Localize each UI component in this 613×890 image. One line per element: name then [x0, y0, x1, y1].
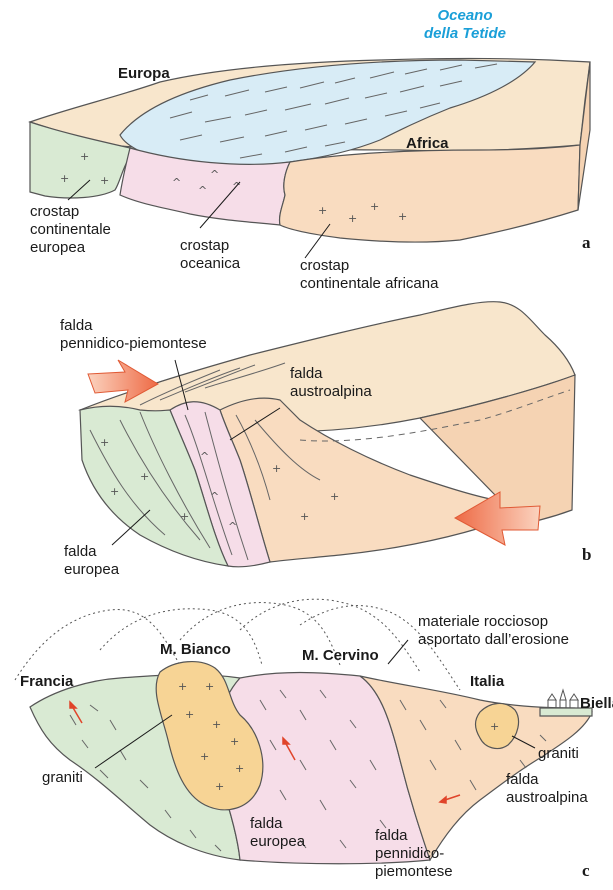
european-crust-label-3: europea — [30, 239, 86, 256]
svg-text:+: + — [318, 204, 327, 217]
european-crust-label-1: crostap — [30, 203, 79, 220]
svg-text:^: ^ — [198, 184, 207, 197]
svg-text:+: + — [330, 490, 339, 503]
austroalpine-label-b-1: falda — [290, 365, 323, 382]
svg-text:+: + — [80, 150, 89, 163]
penninic-label-b-2: pennidico-piemontese — [60, 335, 207, 352]
svg-text:^: ^ — [228, 520, 237, 533]
svg-text:+: + — [100, 174, 109, 187]
penninic-label-b-1: falda — [60, 317, 93, 334]
svg-text:+: + — [205, 680, 214, 693]
african-crust-a — [280, 145, 580, 242]
svg-text:+: + — [272, 462, 281, 475]
eroded-label-1: materiale rocciosop — [418, 613, 548, 630]
european-label-c-2: europea — [250, 833, 306, 850]
svg-text:+: + — [490, 720, 499, 733]
ocean-label-line1: Oceano — [437, 7, 492, 24]
svg-text:+: + — [230, 735, 239, 748]
austroalpine-label-c-2: austroalpina — [506, 789, 588, 806]
african-crust-label-1: crostap — [300, 257, 349, 274]
oceanic-crust-label-1: crostap — [180, 237, 229, 254]
svg-text:+: + — [398, 210, 407, 223]
granites-right-label: graniti — [538, 745, 579, 762]
svg-text:^: ^ — [200, 450, 209, 463]
svg-text:+: + — [212, 718, 221, 731]
austroalpine-label-c-1: falda — [506, 771, 539, 788]
biella-label: Biella — [580, 695, 613, 712]
penninic-label-c-1: falda — [375, 827, 408, 844]
biella-town-icon — [548, 690, 578, 708]
svg-text:+: + — [300, 510, 309, 523]
italy-label: Italia — [470, 673, 505, 690]
panel-c-letter: c — [582, 861, 590, 880]
svg-text:+: + — [185, 708, 194, 721]
european-label-b-1: falda — [64, 543, 97, 560]
granites-left-label: graniti — [42, 769, 83, 786]
oceanic-crust-label-2: oceanica — [180, 255, 241, 272]
panel-c: + + + + + + + + + materiale rocciosop asportat… — [15, 599, 613, 880]
panel-b-letter: b — [582, 545, 591, 564]
svg-text:+: + — [110, 485, 119, 498]
austroalpine-label-b-2: austroalpina — [290, 383, 372, 400]
svg-text:+: + — [348, 212, 357, 225]
svg-text:+: + — [180, 510, 189, 523]
panel-a-letter: a — [582, 233, 591, 252]
svg-text:^: ^ — [210, 168, 219, 181]
penninic-label-c-2: pennidico- — [375, 845, 444, 862]
france-label: Francia — [20, 673, 74, 690]
svg-text:+: + — [370, 200, 379, 213]
svg-text:+: + — [100, 436, 109, 449]
svg-text:+: + — [178, 680, 187, 693]
panel-b: ++++ ^^^ +++ falda pennidico-piemontese … — [60, 302, 591, 578]
european-label-b-2: europea — [64, 561, 120, 578]
eroded-outlines — [15, 599, 460, 690]
cervino-label: M. Cervino — [302, 647, 379, 664]
europe-label: Europa — [118, 65, 170, 82]
penninic-label-c-3: piemontese — [375, 863, 453, 880]
panel-a: +++ ^^^^ ++++ Oceano della Tetide Europa… — [30, 7, 591, 292]
mont-blanc-label: M. Bianco — [160, 641, 231, 658]
svg-text:+: + — [215, 780, 224, 793]
svg-text:+: + — [140, 470, 149, 483]
european-label-c-1: falda — [250, 815, 283, 832]
svg-text:^: ^ — [210, 490, 219, 503]
ocean-label-line2: della Tetide — [424, 25, 506, 42]
svg-text:^: ^ — [172, 176, 181, 189]
africa-label: Africa — [406, 135, 449, 152]
svg-text:+: + — [60, 172, 69, 185]
european-crust-label-2: continentale — [30, 221, 111, 238]
eroded-label-2: asportato dall’erosione — [418, 631, 569, 648]
african-crust-label-2: continentale africana — [300, 275, 439, 292]
svg-text:+: + — [200, 750, 209, 763]
svg-text:+: + — [235, 762, 244, 775]
